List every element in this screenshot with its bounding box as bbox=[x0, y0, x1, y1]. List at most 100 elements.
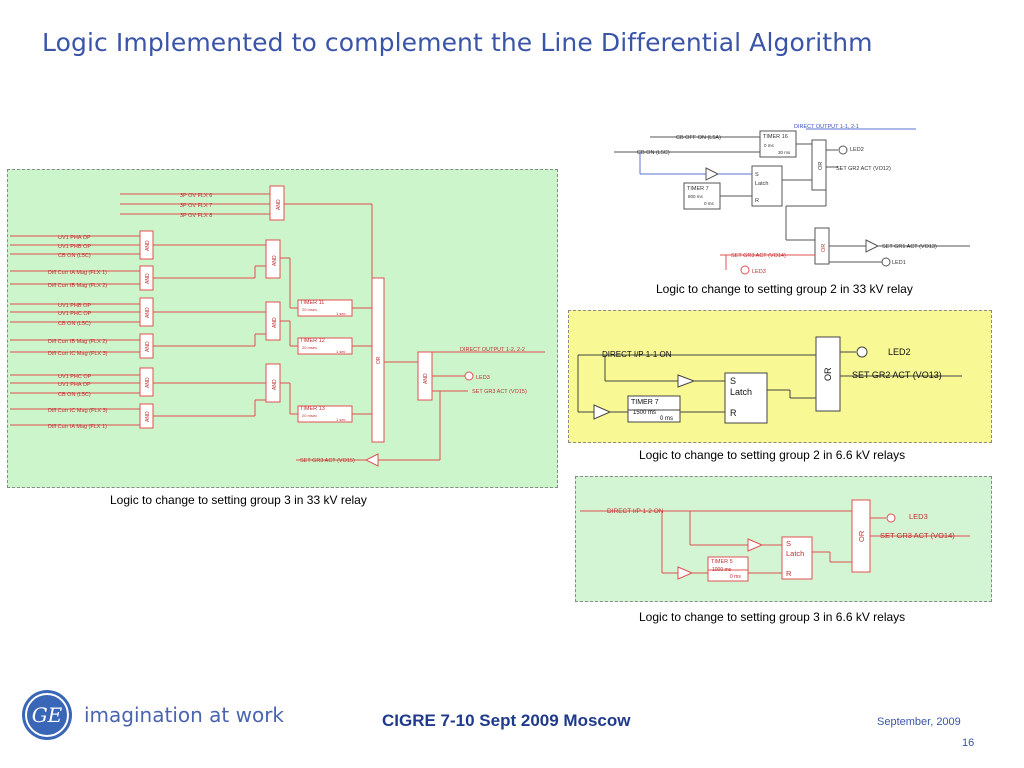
left-and-gate: AND bbox=[272, 379, 278, 390]
top-timer7-v1: 800 ms bbox=[688, 194, 704, 199]
left-set-gr3: SET GR3 ACT (VO15) bbox=[472, 389, 527, 395]
footer-date: September, 2009 bbox=[877, 716, 961, 728]
mid-latch-r: R bbox=[730, 408, 737, 418]
caption-bot: Logic to change to setting group 3 in 6.… bbox=[639, 610, 906, 624]
ge-logo-ring bbox=[25, 693, 69, 737]
left-timer13: TIMER 13 bbox=[300, 406, 325, 412]
top-set-gr3: SET GR3 ACT (VO14) bbox=[731, 253, 786, 259]
top-timer16-v2: 30 ms bbox=[778, 150, 791, 155]
ge-logo-letters: GE bbox=[31, 703, 63, 727]
bot-latch-name: Latch bbox=[786, 549, 804, 558]
bot-set-gr3: SET GR3 ACT (VO14) bbox=[880, 531, 955, 540]
left-and-gate: AND bbox=[272, 255, 278, 266]
bot-led3: LED3 bbox=[909, 512, 928, 521]
left-timer-v1: 20 msec bbox=[302, 345, 317, 350]
mid-led2: LED2 bbox=[888, 347, 911, 357]
top-set-gr1: SET GR1 ACT (VO13) bbox=[882, 244, 937, 250]
left-and-gate: AND bbox=[145, 273, 151, 284]
left-ov1-label: 3P OV FLX 6 bbox=[180, 193, 212, 199]
top-timer7-v2: 0 ms bbox=[704, 201, 715, 206]
left-in-label: UV1 PHC OP bbox=[58, 374, 92, 380]
left-and-gate: AND bbox=[145, 377, 151, 388]
slide-title: Logic Implemented to complement the Line… bbox=[42, 28, 873, 57]
left-ov2-label: 3P OV FLX 7 bbox=[180, 203, 212, 209]
left-in-label: Diff Curr IC Mag (FLX 3) bbox=[48, 351, 108, 357]
top-latch-r: R bbox=[755, 198, 759, 204]
left-timer-v2: 1 sec bbox=[336, 417, 346, 422]
top-cb-off-on: CB OFF ON (L5A) bbox=[676, 135, 721, 141]
top-timer16-title: TIMER 16 bbox=[763, 134, 788, 140]
mid-timer-v2: 0 ms bbox=[660, 416, 673, 422]
left-timer11: TIMER 11 bbox=[300, 300, 324, 306]
left-and-gate: AND bbox=[145, 411, 151, 422]
bot-timer-title: TIMER 5 bbox=[711, 559, 733, 565]
left-timer-v2: 1 sec bbox=[336, 311, 346, 316]
top-latch-s: S bbox=[755, 172, 759, 178]
diagram-left-panel bbox=[7, 169, 558, 488]
left-ov3-label: 3P OV FLX 8 bbox=[180, 213, 212, 219]
left-in-label: CB ON (L5C) bbox=[58, 392, 91, 398]
left-timer-v1: 20 msec bbox=[302, 413, 317, 418]
footer-tagline: imagination at work bbox=[84, 703, 284, 727]
bot-timer-v1: 1000 ms bbox=[712, 567, 732, 573]
left-or-gate: OR bbox=[376, 356, 382, 364]
left-in-label: UV1 PHA OP bbox=[58, 235, 91, 241]
top-led2: LED2 bbox=[850, 147, 864, 153]
bot-timer-v2: 0 ms bbox=[730, 574, 741, 580]
top-cb-on: CB ON (L5C) bbox=[637, 150, 670, 156]
left-in-label: Diff Curr IC Mag (FLX 3) bbox=[48, 408, 108, 414]
left-timer-v1: 20 msec bbox=[302, 307, 317, 312]
bot-latch-r: R bbox=[786, 569, 792, 578]
left-in-label: Diff Curr IB Mag (FLX 2) bbox=[48, 339, 107, 345]
left-set-gr3-b: SET GR3 ACT (VO15) bbox=[300, 458, 355, 464]
left-in-label: UV1 PHB OP bbox=[58, 244, 91, 250]
left-and-gate: AND bbox=[272, 317, 278, 328]
left-in-label: Diff Curr IA Mag (FLX 1) bbox=[48, 424, 107, 430]
mid-or: OR bbox=[823, 367, 833, 381]
left-and-gate: AND bbox=[145, 307, 151, 318]
caption-left: Logic to change to setting group 3 in 33… bbox=[110, 493, 367, 507]
mid-timer-v1: 1500 ms bbox=[633, 410, 656, 416]
left-in-label: UV1 PHA OP bbox=[58, 382, 91, 388]
left-direct-output: DIRECT OUTPUT 1-2, 2-2 bbox=[460, 347, 525, 353]
bot-or: OR bbox=[857, 530, 866, 542]
left-in-label: CB ON (L5C) bbox=[58, 321, 91, 327]
left-and-gate: AND bbox=[276, 199, 282, 210]
bot-latch-s: S bbox=[786, 539, 791, 548]
left-led3: LED3 bbox=[476, 375, 490, 381]
caption-mid: Logic to change to setting group 2 in 6.… bbox=[639, 448, 906, 462]
page-number: 16 bbox=[962, 737, 975, 749]
top-led1: LED1 bbox=[892, 260, 906, 266]
top-led3: LED3 bbox=[752, 269, 766, 275]
mid-direct-ip: DIRECT I/P 1-1 ON bbox=[602, 350, 672, 359]
left-timer12: TIMER 12 bbox=[300, 338, 325, 344]
left-in-label: Diff Curr IB Mag (FLX 2) bbox=[48, 283, 107, 289]
top-set-gr2: SET GR2 ACT (VO12) bbox=[836, 166, 891, 172]
top-latch-name: Latch bbox=[755, 181, 768, 187]
top-direct-output: DIRECT OUTPUT 1-1, 2-1 bbox=[794, 124, 859, 130]
left-and-gate: AND bbox=[145, 341, 151, 352]
bot-direct-ip: DIRECT I/P 1-2 ON bbox=[607, 508, 664, 515]
left-and-gate: AND bbox=[145, 240, 151, 251]
top-timer7-title: TIMER 7 bbox=[687, 186, 709, 192]
top-timer16-v1: 0 ms bbox=[764, 143, 775, 148]
left-in-label: CB ON (L5C) bbox=[58, 253, 91, 259]
mid-timer-title: TIMER 7 bbox=[631, 399, 659, 406]
mid-latch-name: Latch bbox=[730, 387, 752, 397]
top-or2: OR bbox=[821, 244, 827, 252]
caption-top: Logic to change to setting group 2 in 33… bbox=[656, 282, 913, 296]
top-or1: OR bbox=[818, 162, 824, 170]
left-timer-v2: 1 sec bbox=[336, 349, 346, 354]
left-and-gate: AND bbox=[423, 373, 429, 384]
ge-logo: GE bbox=[22, 690, 72, 740]
left-in-label: Diff Curr IA Mag (FLX 1) bbox=[48, 270, 107, 276]
left-in-label: UV1 PHC OP bbox=[58, 311, 92, 317]
mid-set-gr2: SET GR2 ACT (VO13) bbox=[852, 370, 942, 380]
footer-event: CIGRE 7-10 Sept 2009 Moscow bbox=[382, 711, 631, 730]
mid-latch-s: S bbox=[730, 376, 736, 386]
left-in-label: UV1 PHB OP bbox=[58, 303, 91, 309]
